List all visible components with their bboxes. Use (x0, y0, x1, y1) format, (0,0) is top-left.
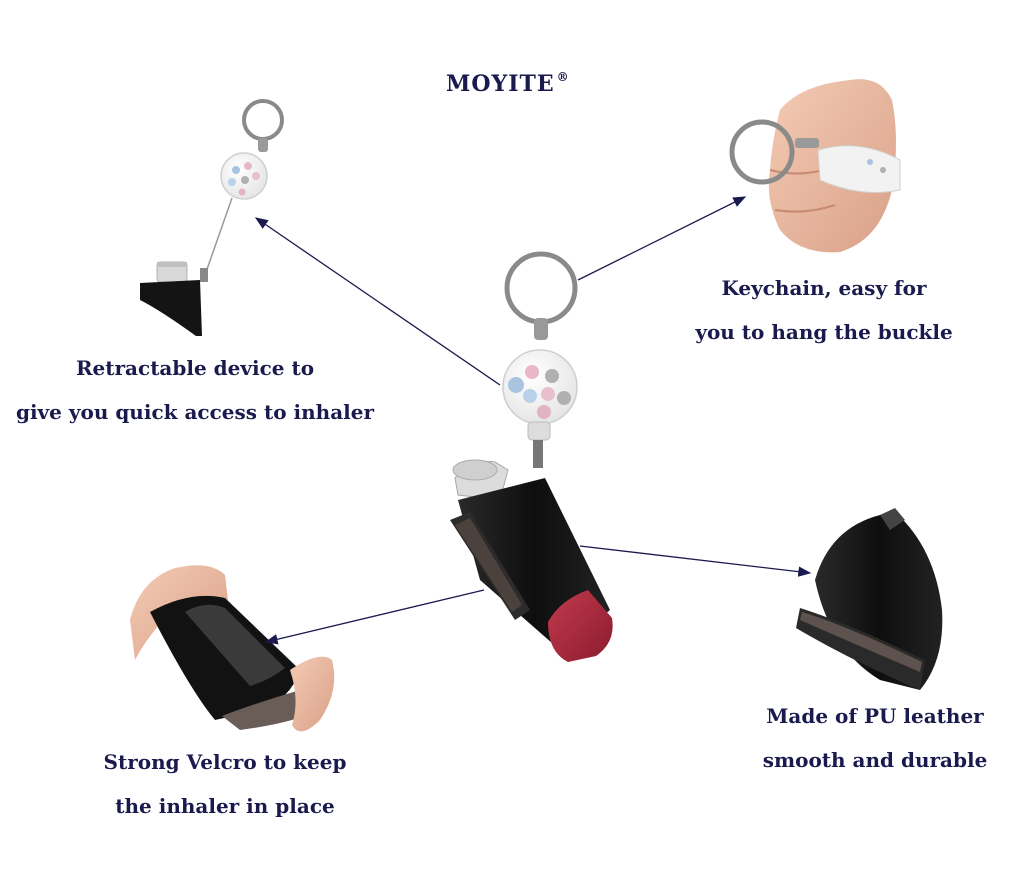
caption-keychain: Keychain, easy for you to hang the buckl… (686, 266, 962, 354)
caption-velcro-line2: the inhaler in place (115, 794, 335, 818)
caption-retractable-line1: Retractable device to (75, 356, 315, 380)
registered-mark: ® (556, 70, 570, 84)
arrow-to-retractable (254, 217, 501, 386)
caption-velcro: Strong Velcro to keep the inhaler in pla… (90, 740, 360, 828)
keychain-hand-image (729, 79, 901, 253)
caption-retractable: Retractable device to give you quick acc… (10, 346, 380, 434)
brand-logo: MOYITE® (446, 70, 570, 97)
caption-leather-line1: Made of PU leather (766, 704, 984, 728)
brand-name: MOYITE (446, 71, 555, 97)
inhaler-holder-main-image (450, 251, 613, 662)
pu-leather-closeup-image (796, 508, 943, 690)
caption-velcro-line1: Strong Velcro to keep (103, 750, 347, 774)
caption-leather: Made of PU leather smooth and durable (755, 694, 995, 782)
caption-retractable-line2: give you quick access to inhaler (15, 400, 375, 424)
small-retractable-device-image (140, 99, 284, 336)
caption-keychain-line1: Keychain, easy for (721, 276, 927, 300)
caption-keychain-line2: you to hang the buckle (695, 320, 953, 344)
callout-arrows (254, 196, 812, 645)
caption-leather-line2: smooth and durable (762, 748, 988, 772)
arrow-to-velcro (264, 589, 485, 645)
velcro-strap-hand-image (130, 565, 335, 732)
arrow-to-leather (579, 545, 812, 577)
arrow-to-keychain (577, 196, 747, 281)
